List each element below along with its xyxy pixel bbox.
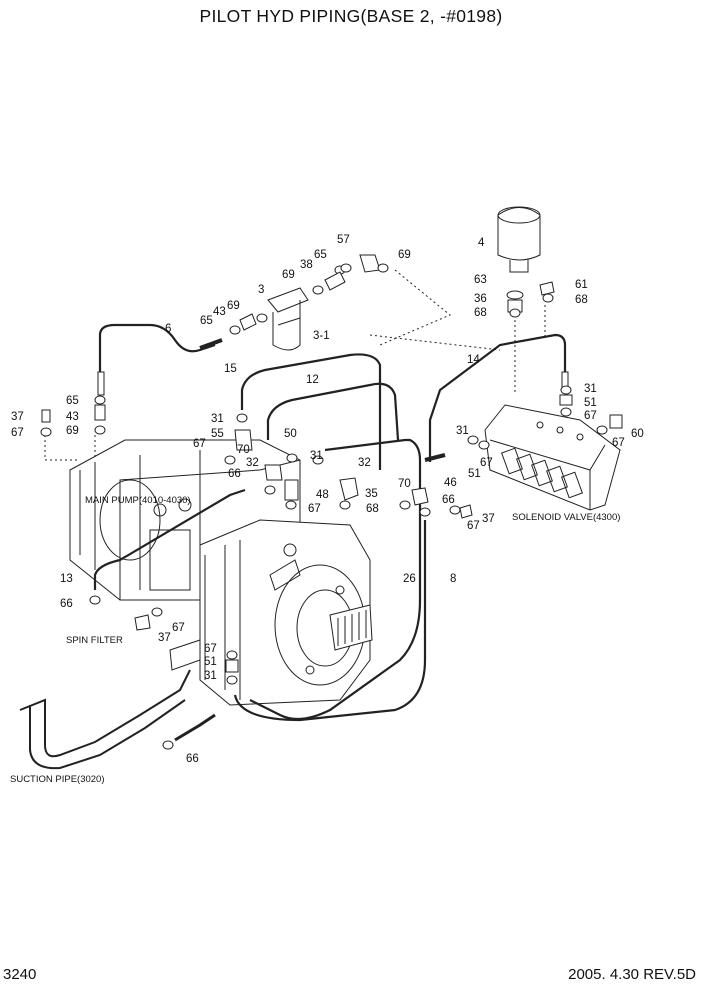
pilot-filter	[267, 287, 309, 351]
part-label-66: 66	[442, 494, 455, 506]
part-label-69: 69	[282, 269, 295, 281]
part-label-35: 35	[365, 488, 378, 500]
part-label-69: 69	[398, 249, 411, 261]
part-label-31: 31	[204, 670, 217, 682]
hose-15	[240, 353, 382, 470]
caption-main-pump: MAIN PUMP(4010-4030)	[85, 495, 191, 506]
part-label-46: 46	[444, 477, 457, 489]
part-label-55: 55	[211, 428, 224, 440]
revision-date: 2005. 4.30 REV.5D	[568, 966, 696, 983]
part-label-31: 31	[456, 425, 469, 437]
part-label-51: 51	[584, 397, 597, 409]
part-label-36: 36	[474, 293, 487, 305]
part-label-12: 12	[306, 374, 319, 386]
caption-solenoid-valve: SOLENOID VALVE(4300)	[512, 512, 620, 523]
part-label-68: 68	[575, 294, 588, 306]
hose-14	[428, 333, 567, 462]
part-label-65: 65	[200, 315, 213, 327]
part-label-31: 31	[584, 383, 597, 395]
part-label-51: 51	[204, 656, 217, 668]
part-label-43: 43	[213, 306, 226, 318]
hose-8	[233, 520, 427, 722]
part-label-15: 15	[224, 363, 237, 375]
part-label-69: 69	[66, 425, 79, 437]
caption-suction-pipe: SUCTION PIPE(3020)	[10, 774, 105, 785]
part-label-68: 68	[366, 503, 379, 515]
part-label-61: 61	[575, 279, 588, 291]
hose-lower	[174, 713, 216, 742]
caption-spin-filter: SPIN FILTER	[66, 635, 123, 646]
part-label-67: 67	[11, 427, 24, 439]
part-label-67: 67	[308, 503, 321, 515]
part-label-67: 67	[612, 437, 625, 449]
hose-12	[266, 382, 400, 441]
part-label-48: 48	[316, 489, 329, 501]
part-label-67: 67	[584, 410, 597, 422]
part-label-31: 31	[310, 450, 323, 462]
part-label-8: 8	[450, 573, 456, 585]
pump-drive-unit	[199, 519, 373, 706]
part-label-67: 67	[467, 520, 480, 532]
part-label-67: 67	[172, 622, 185, 634]
part-label-37: 37	[482, 513, 495, 525]
part-label-14: 14	[467, 354, 480, 366]
accumulator	[497, 206, 541, 273]
part-label-37: 37	[11, 411, 24, 423]
part-label-69: 69	[227, 300, 240, 312]
suction-pipe	[19, 669, 191, 758]
part-label-66: 66	[186, 753, 199, 765]
part-label-3-1: 3-1	[313, 330, 330, 342]
part-label-63: 63	[474, 274, 487, 286]
part-label-38: 38	[300, 259, 313, 271]
part-label-67: 67	[193, 438, 206, 450]
page-title: PILOT HYD PIPING(BASE 2, -#0198)	[199, 6, 503, 26]
part-label-70: 70	[237, 444, 250, 456]
part-label-66: 66	[228, 468, 241, 480]
part-label-32: 32	[358, 457, 371, 469]
part-label-3: 3	[258, 284, 264, 296]
part-label-4: 4	[478, 237, 485, 249]
part-label-70: 70	[398, 478, 411, 490]
part-label-57: 57	[337, 234, 350, 246]
page-number: 3240	[3, 966, 37, 983]
part-label-67: 67	[480, 457, 493, 469]
part-label-60: 60	[631, 428, 644, 440]
part-label-32: 32	[246, 457, 259, 469]
part-label-65: 65	[66, 395, 79, 407]
part-label-67: 67	[204, 643, 217, 655]
part-label-6: 6	[165, 323, 171, 335]
part-labels: 5765386969369436563-14633668616814151231…	[11, 234, 644, 765]
part-label-68: 68	[474, 307, 487, 319]
part-label-66: 66	[60, 598, 73, 610]
hose-13	[93, 488, 246, 590]
part-label-13: 13	[60, 573, 73, 585]
part-label-31: 31	[211, 413, 224, 425]
part-label-43: 43	[66, 411, 79, 423]
solenoid-valve-block	[484, 404, 621, 511]
part-label-51: 51	[468, 468, 481, 480]
part-label-37: 37	[158, 632, 171, 644]
part-label-50: 50	[284, 428, 297, 440]
part-label-26: 26	[403, 573, 416, 585]
fittings	[40, 254, 623, 750]
hose-6	[98, 323, 216, 375]
part-label-65: 65	[314, 249, 327, 261]
